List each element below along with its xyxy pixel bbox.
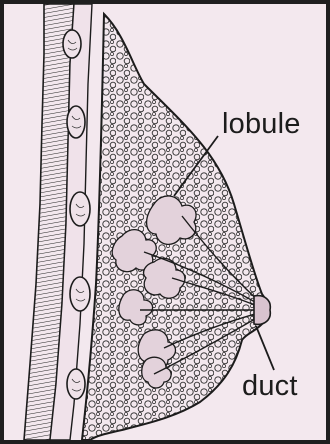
label-duct: duct bbox=[242, 372, 298, 401]
nipple bbox=[254, 296, 270, 325]
duct-leader-line bbox=[256, 326, 274, 370]
label-lobule: lobule bbox=[222, 110, 301, 139]
